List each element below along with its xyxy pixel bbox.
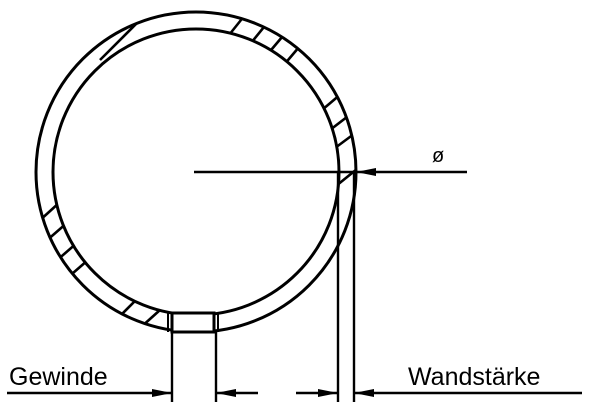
thread-dimension (7, 332, 258, 402)
arrowhead-icon (152, 389, 172, 397)
diameter-dimension (194, 168, 467, 176)
diameter-symbol: ø (432, 145, 445, 167)
wall-thickness-label: Wandstärke (408, 363, 541, 391)
arrowhead-icon (318, 389, 338, 397)
wall-dimension (296, 172, 582, 402)
arrowhead-icon (216, 389, 236, 397)
thread-label: Gewinde (9, 363, 108, 391)
thread-hole (167, 311, 219, 334)
arrowhead-icon (354, 389, 374, 397)
arrowhead-icon (356, 168, 376, 176)
